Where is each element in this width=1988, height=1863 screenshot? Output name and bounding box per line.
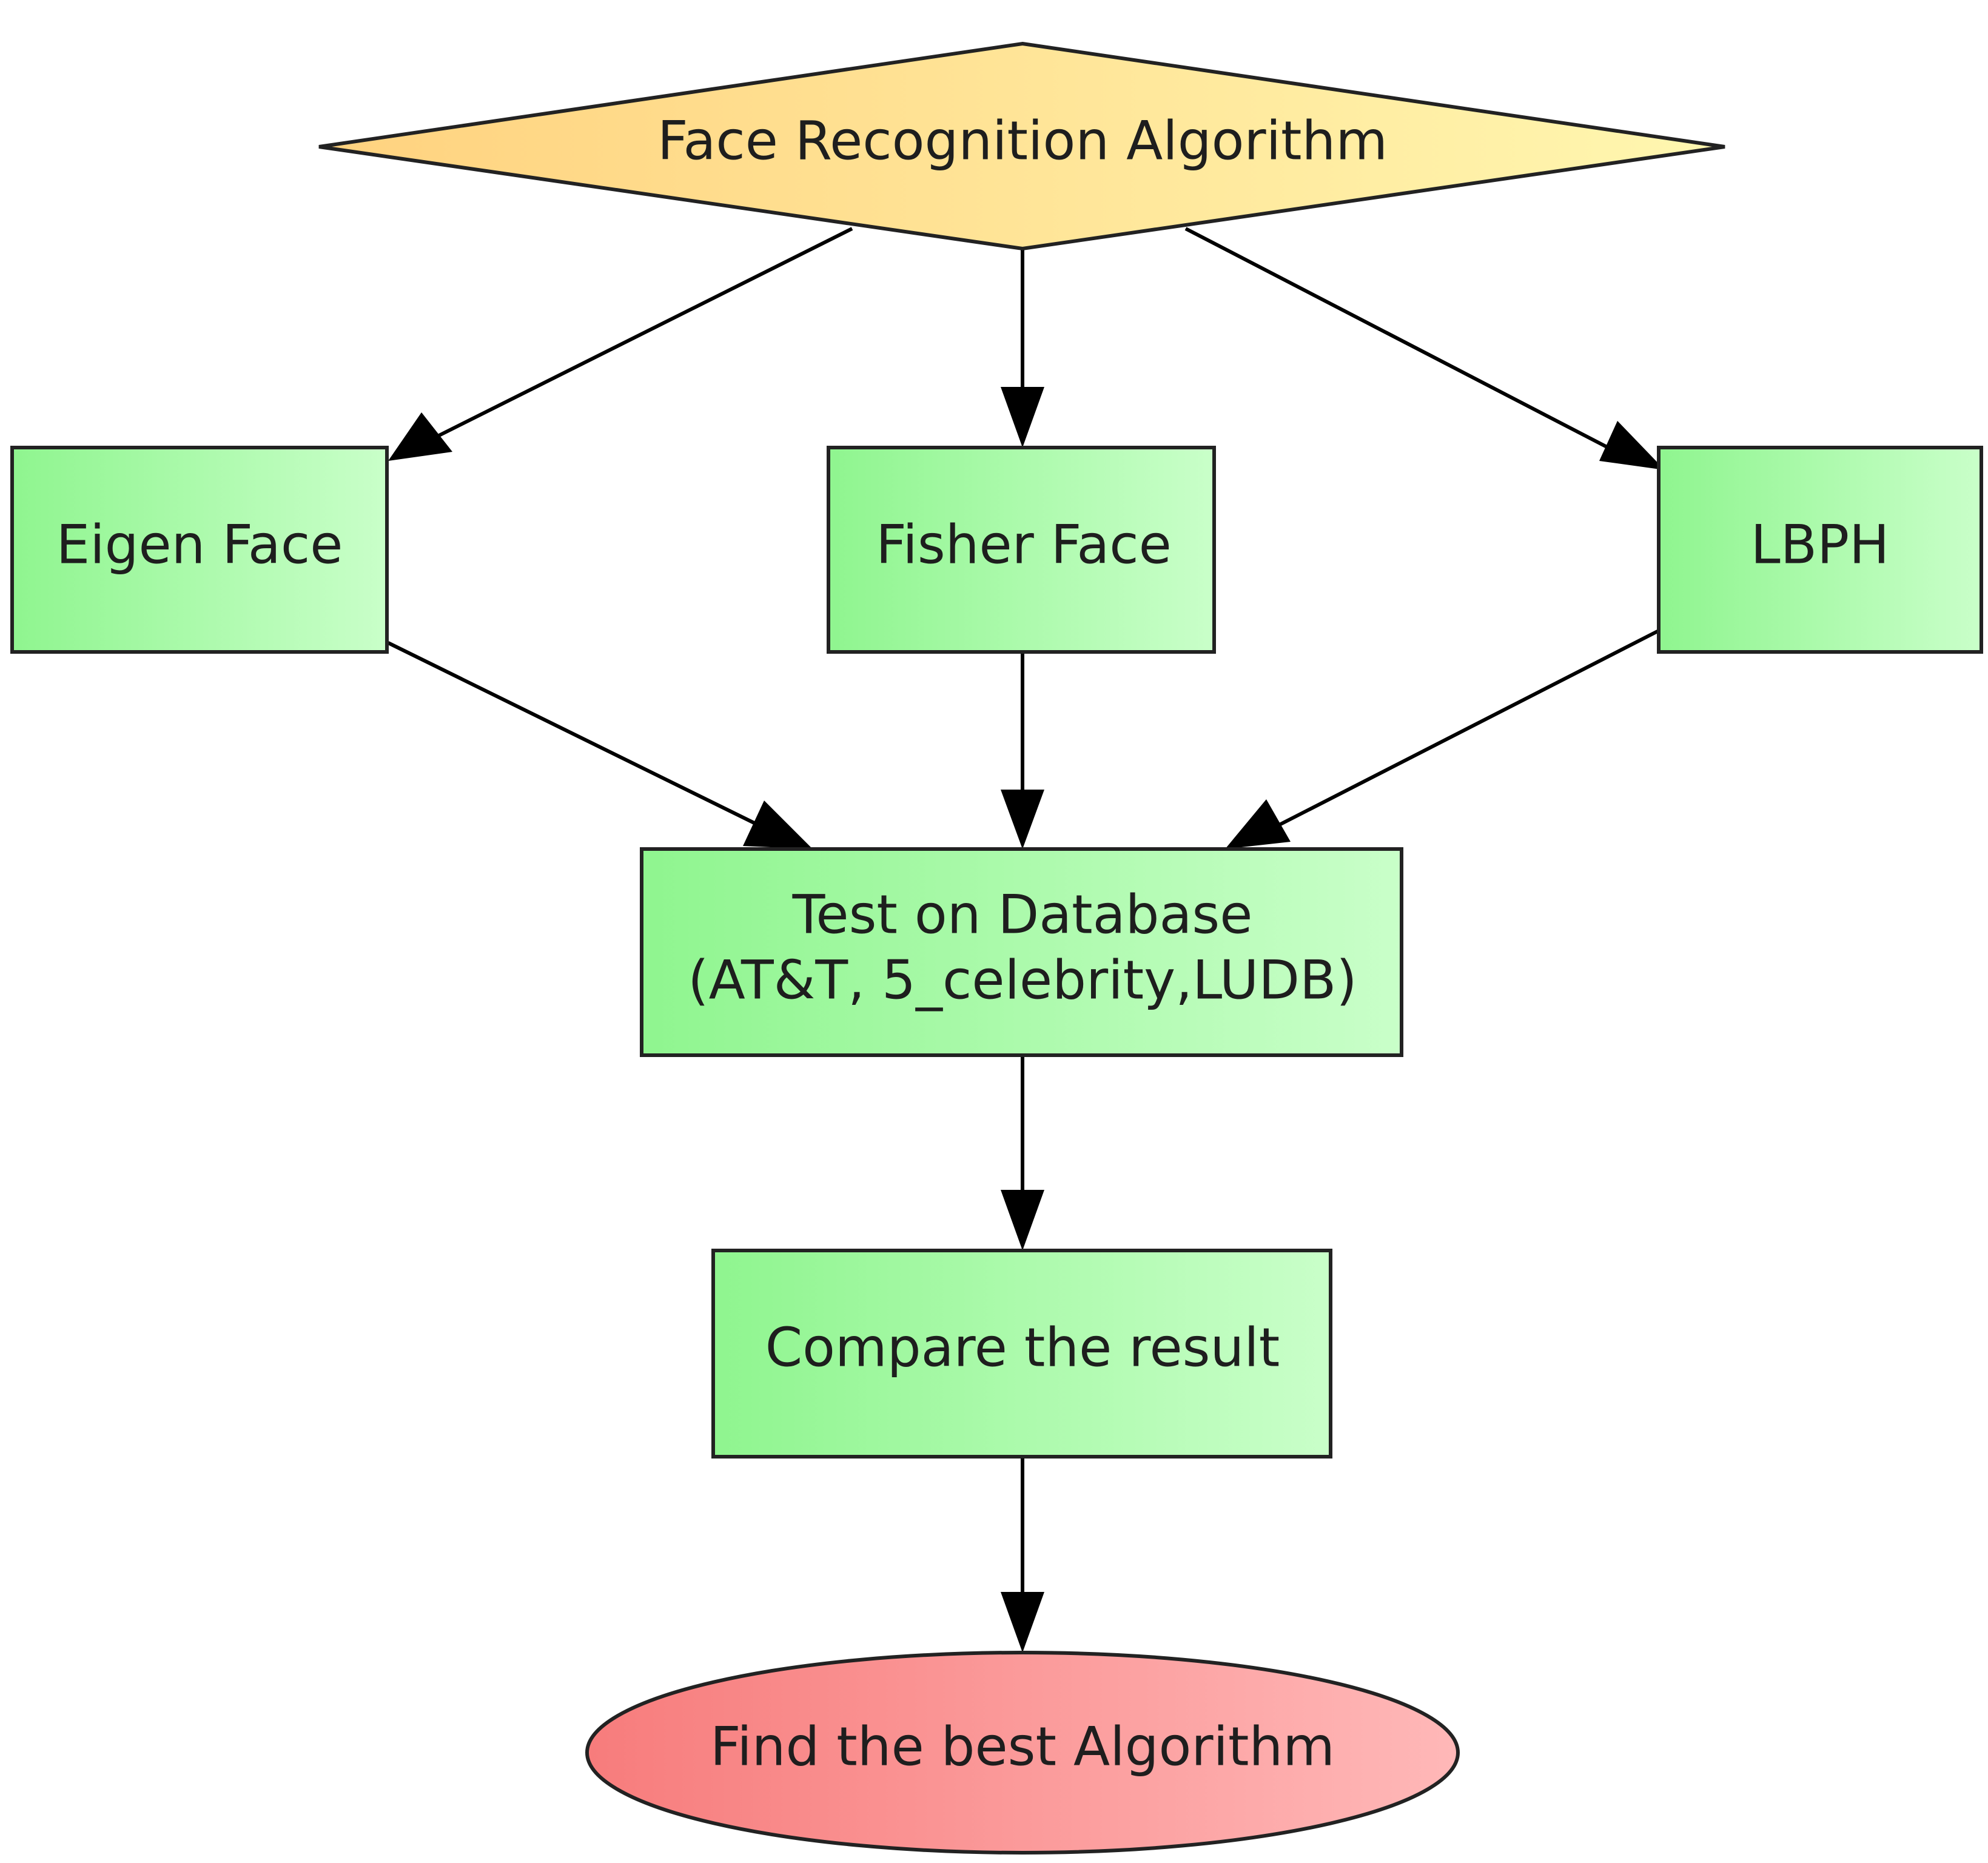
node-lbph: LBPH <box>1657 446 1983 654</box>
node-fisher-face: Fisher Face <box>827 446 1216 654</box>
node-label-line-1: Test on Database <box>792 884 1253 946</box>
node-label: LBPH <box>1751 514 1890 576</box>
node-eigen-face: Eigen Face <box>10 446 389 654</box>
edge-start-to-lbph <box>1184 227 1665 470</box>
node-test-on-database: Test on Database (AT&T, 5_celebrity,LUDB… <box>640 847 1403 1057</box>
process-box <box>827 446 1216 654</box>
edge-test-to-compare <box>1001 1055 1044 1250</box>
process-box <box>711 1249 1332 1459</box>
process-box <box>640 847 1403 1057</box>
edges-group <box>387 227 1665 1653</box>
edge-compare-to-end <box>1001 1457 1044 1653</box>
arrowhead <box>1599 421 1665 470</box>
arrowhead <box>743 801 813 849</box>
node-label-line-2: (AT&T, 5_celebrity,LUDB) <box>688 949 1357 1012</box>
decision-diamond <box>318 41 1725 251</box>
node-face-recognition-algorithm: Face Recognition Algorithm <box>318 41 1725 251</box>
arrowhead <box>388 412 452 461</box>
node-find-the-best-algorithm: Find the best Algorithm <box>585 1651 1460 1855</box>
arrowhead <box>1225 799 1291 849</box>
node-label: Compare the result <box>765 1317 1280 1379</box>
arrowhead <box>1001 1592 1044 1653</box>
edge-start-to-eigen <box>388 227 853 461</box>
process-box <box>10 446 389 654</box>
edge-fisher-to-test <box>1001 652 1044 849</box>
edge-start-to-fisher <box>1001 249 1044 448</box>
edge-lbph-to-test <box>1225 629 1660 849</box>
node-compare-the-result: Compare the result <box>711 1249 1332 1459</box>
process-box <box>1657 446 1983 654</box>
node-label: Fisher Face <box>876 514 1172 576</box>
node-label: Eigen Face <box>56 514 343 576</box>
arrowhead <box>1001 1190 1044 1250</box>
node-label: Find the best Algorithm <box>710 1716 1335 1778</box>
arrowhead <box>1001 790 1044 849</box>
arrowhead <box>1001 387 1044 448</box>
terminal-ellipse <box>585 1651 1460 1855</box>
edge-eigen-to-test <box>387 641 813 849</box>
node-label: Face Recognition Algorithm <box>657 110 1388 172</box>
